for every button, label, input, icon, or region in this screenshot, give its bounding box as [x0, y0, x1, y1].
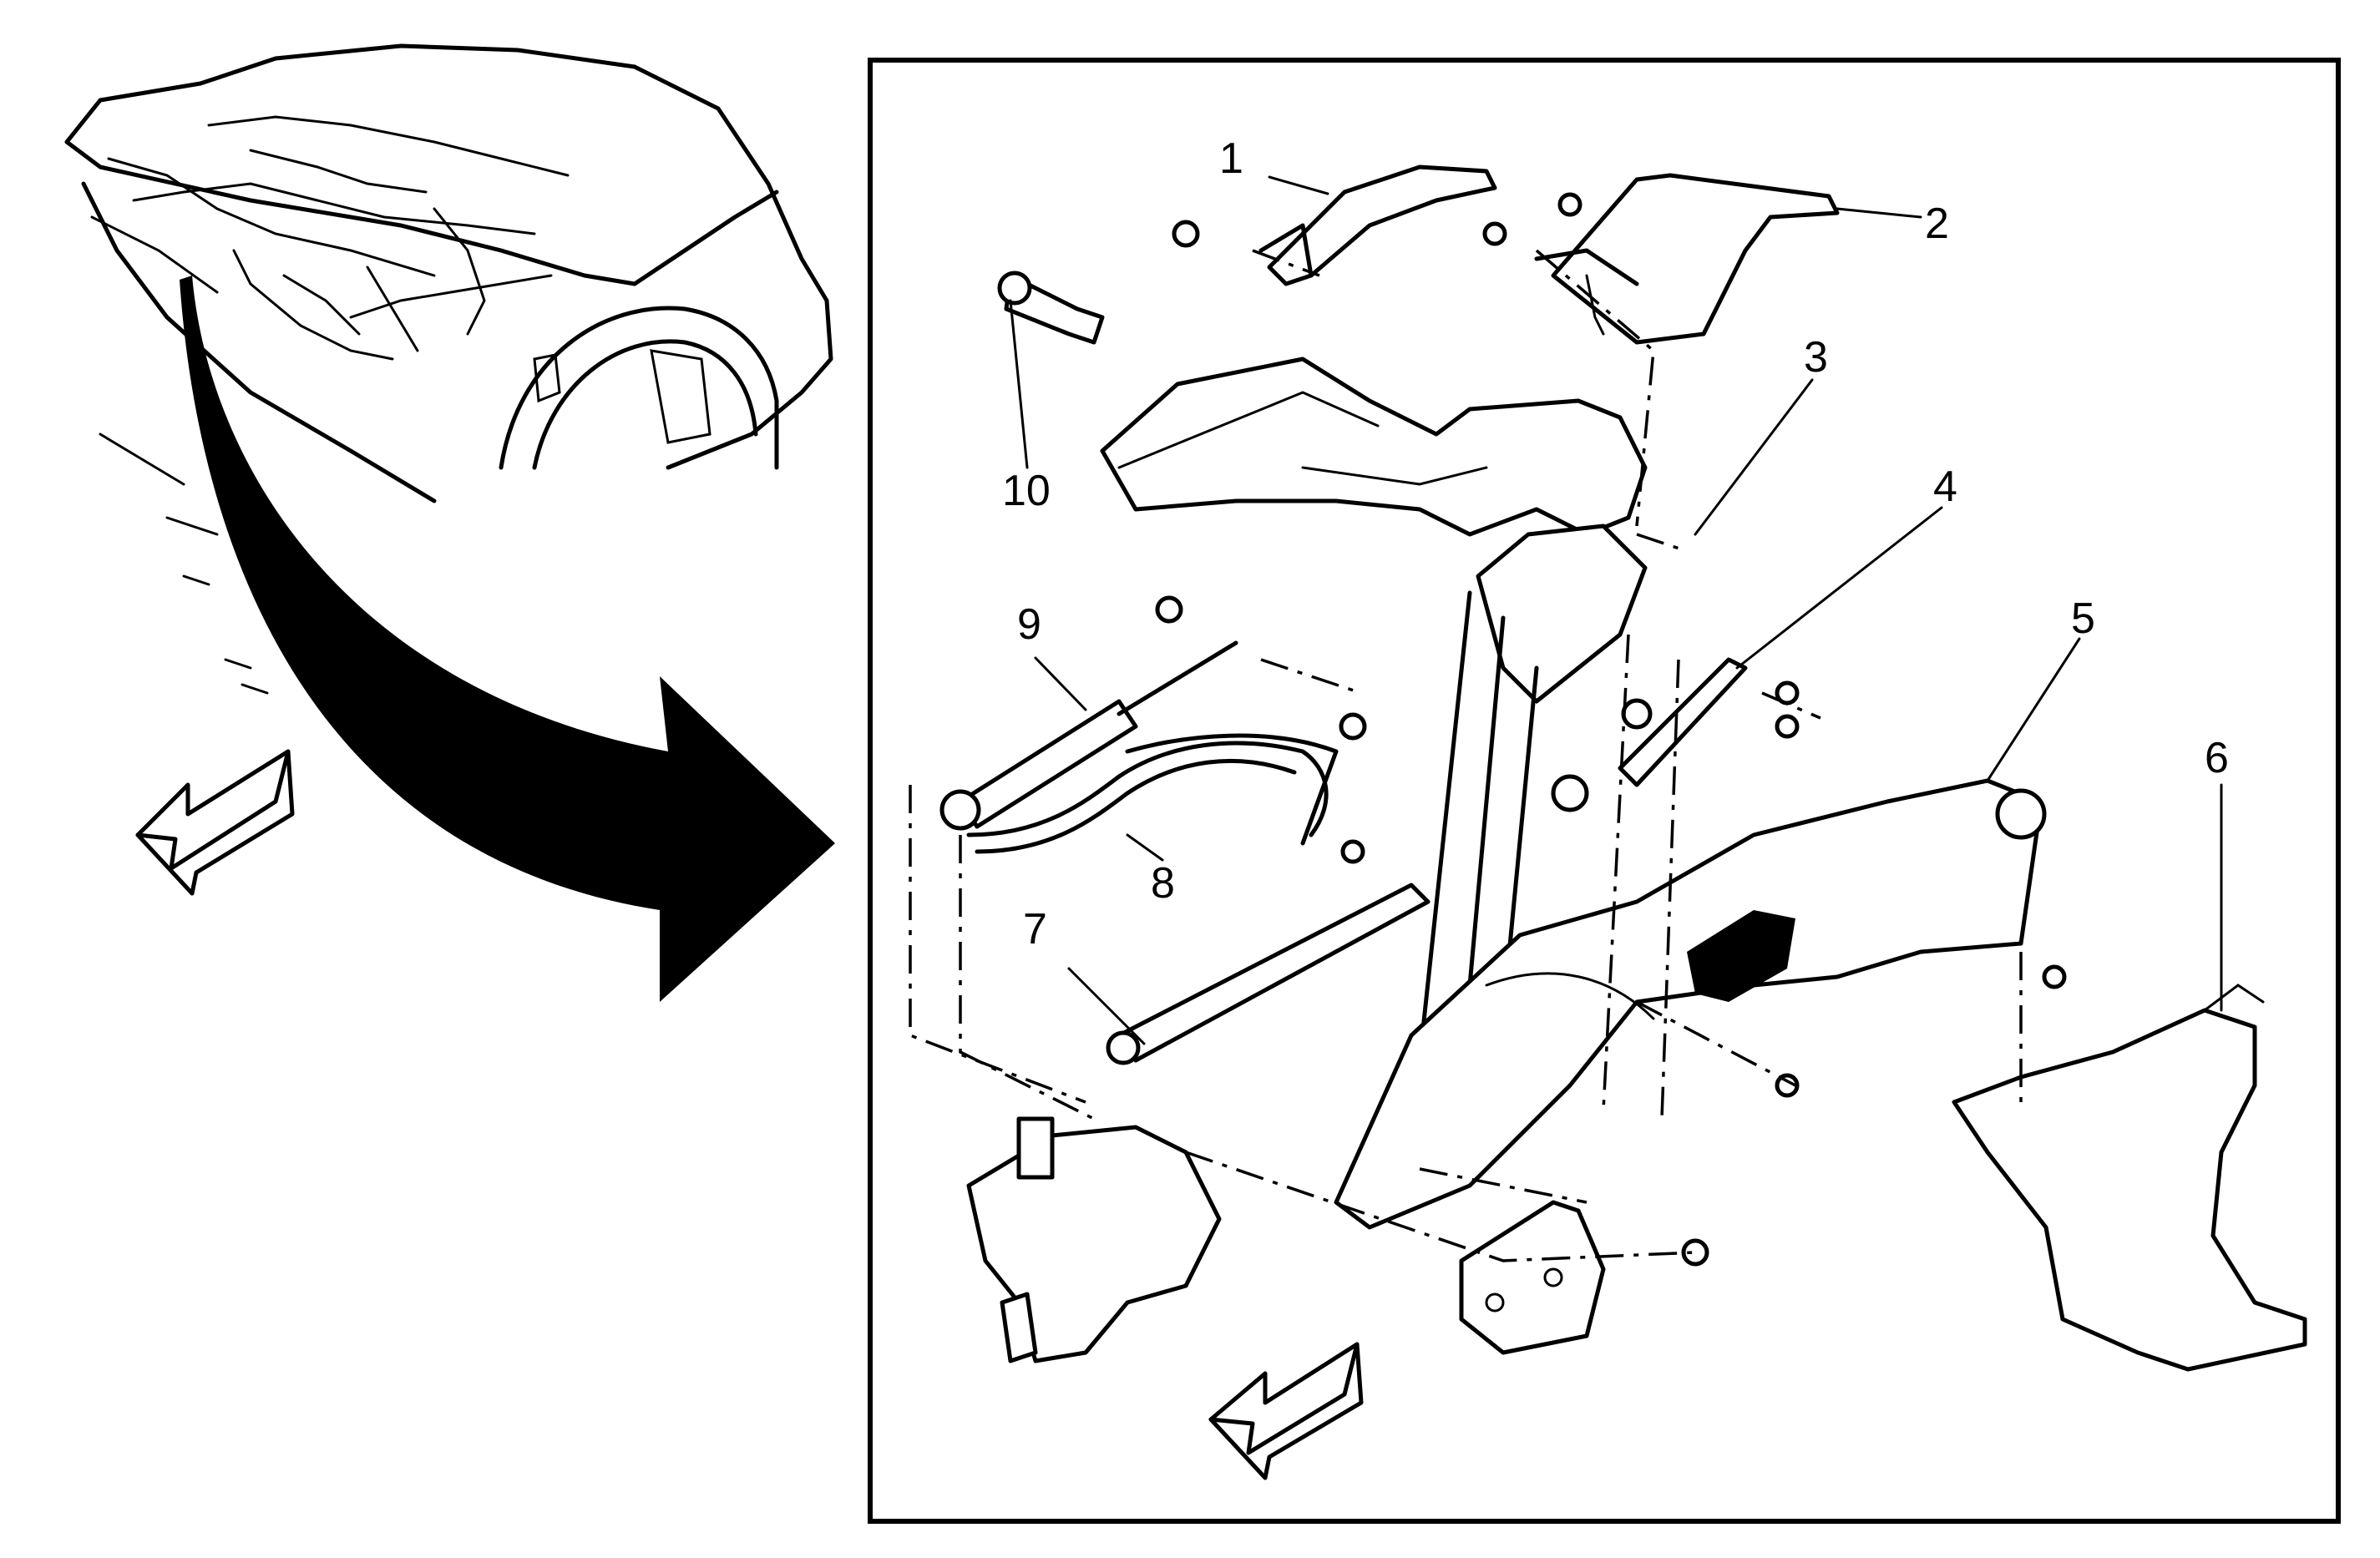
upper-arm: [1100, 357, 1648, 537]
part-2-bracket: [1551, 173, 1840, 345]
callout-6: 6: [2205, 734, 2229, 782]
part-4-link: [1618, 657, 1748, 787]
callout-10: 10: [1002, 467, 1051, 515]
curved-arrow-icon: [180, 276, 835, 1002]
part-6-bracket: [1952, 1008, 2307, 1372]
part-1-bracket: [1267, 164, 1497, 286]
base-mount: [966, 1125, 1222, 1363]
callout-2: 2: [1925, 200, 1949, 248]
part-8-hoses: [966, 741, 1329, 837]
front-direction-icon: [1208, 1342, 1364, 1480]
part-7-strut: [1117, 883, 1431, 1063]
callout-1: 1: [1219, 134, 1243, 183]
callout-4: 4: [1933, 463, 1957, 511]
part-3-hinge: [1476, 524, 1648, 704]
lower-plate: [1459, 1200, 1606, 1355]
detail-frame: [868, 58, 2341, 1524]
callout-8: 8: [1151, 859, 1175, 908]
detail-parts: [909, 164, 2307, 1480]
part-5-frame: [1334, 778, 2040, 1230]
callout-7: 7: [1023, 905, 1047, 954]
front-direction-icon: [135, 749, 295, 896]
vehicle-overview: [64, 43, 835, 1002]
callout-5: 5: [2071, 594, 2095, 643]
callout-3: 3: [1804, 333, 1828, 382]
callout-9: 9: [1017, 600, 1041, 649]
